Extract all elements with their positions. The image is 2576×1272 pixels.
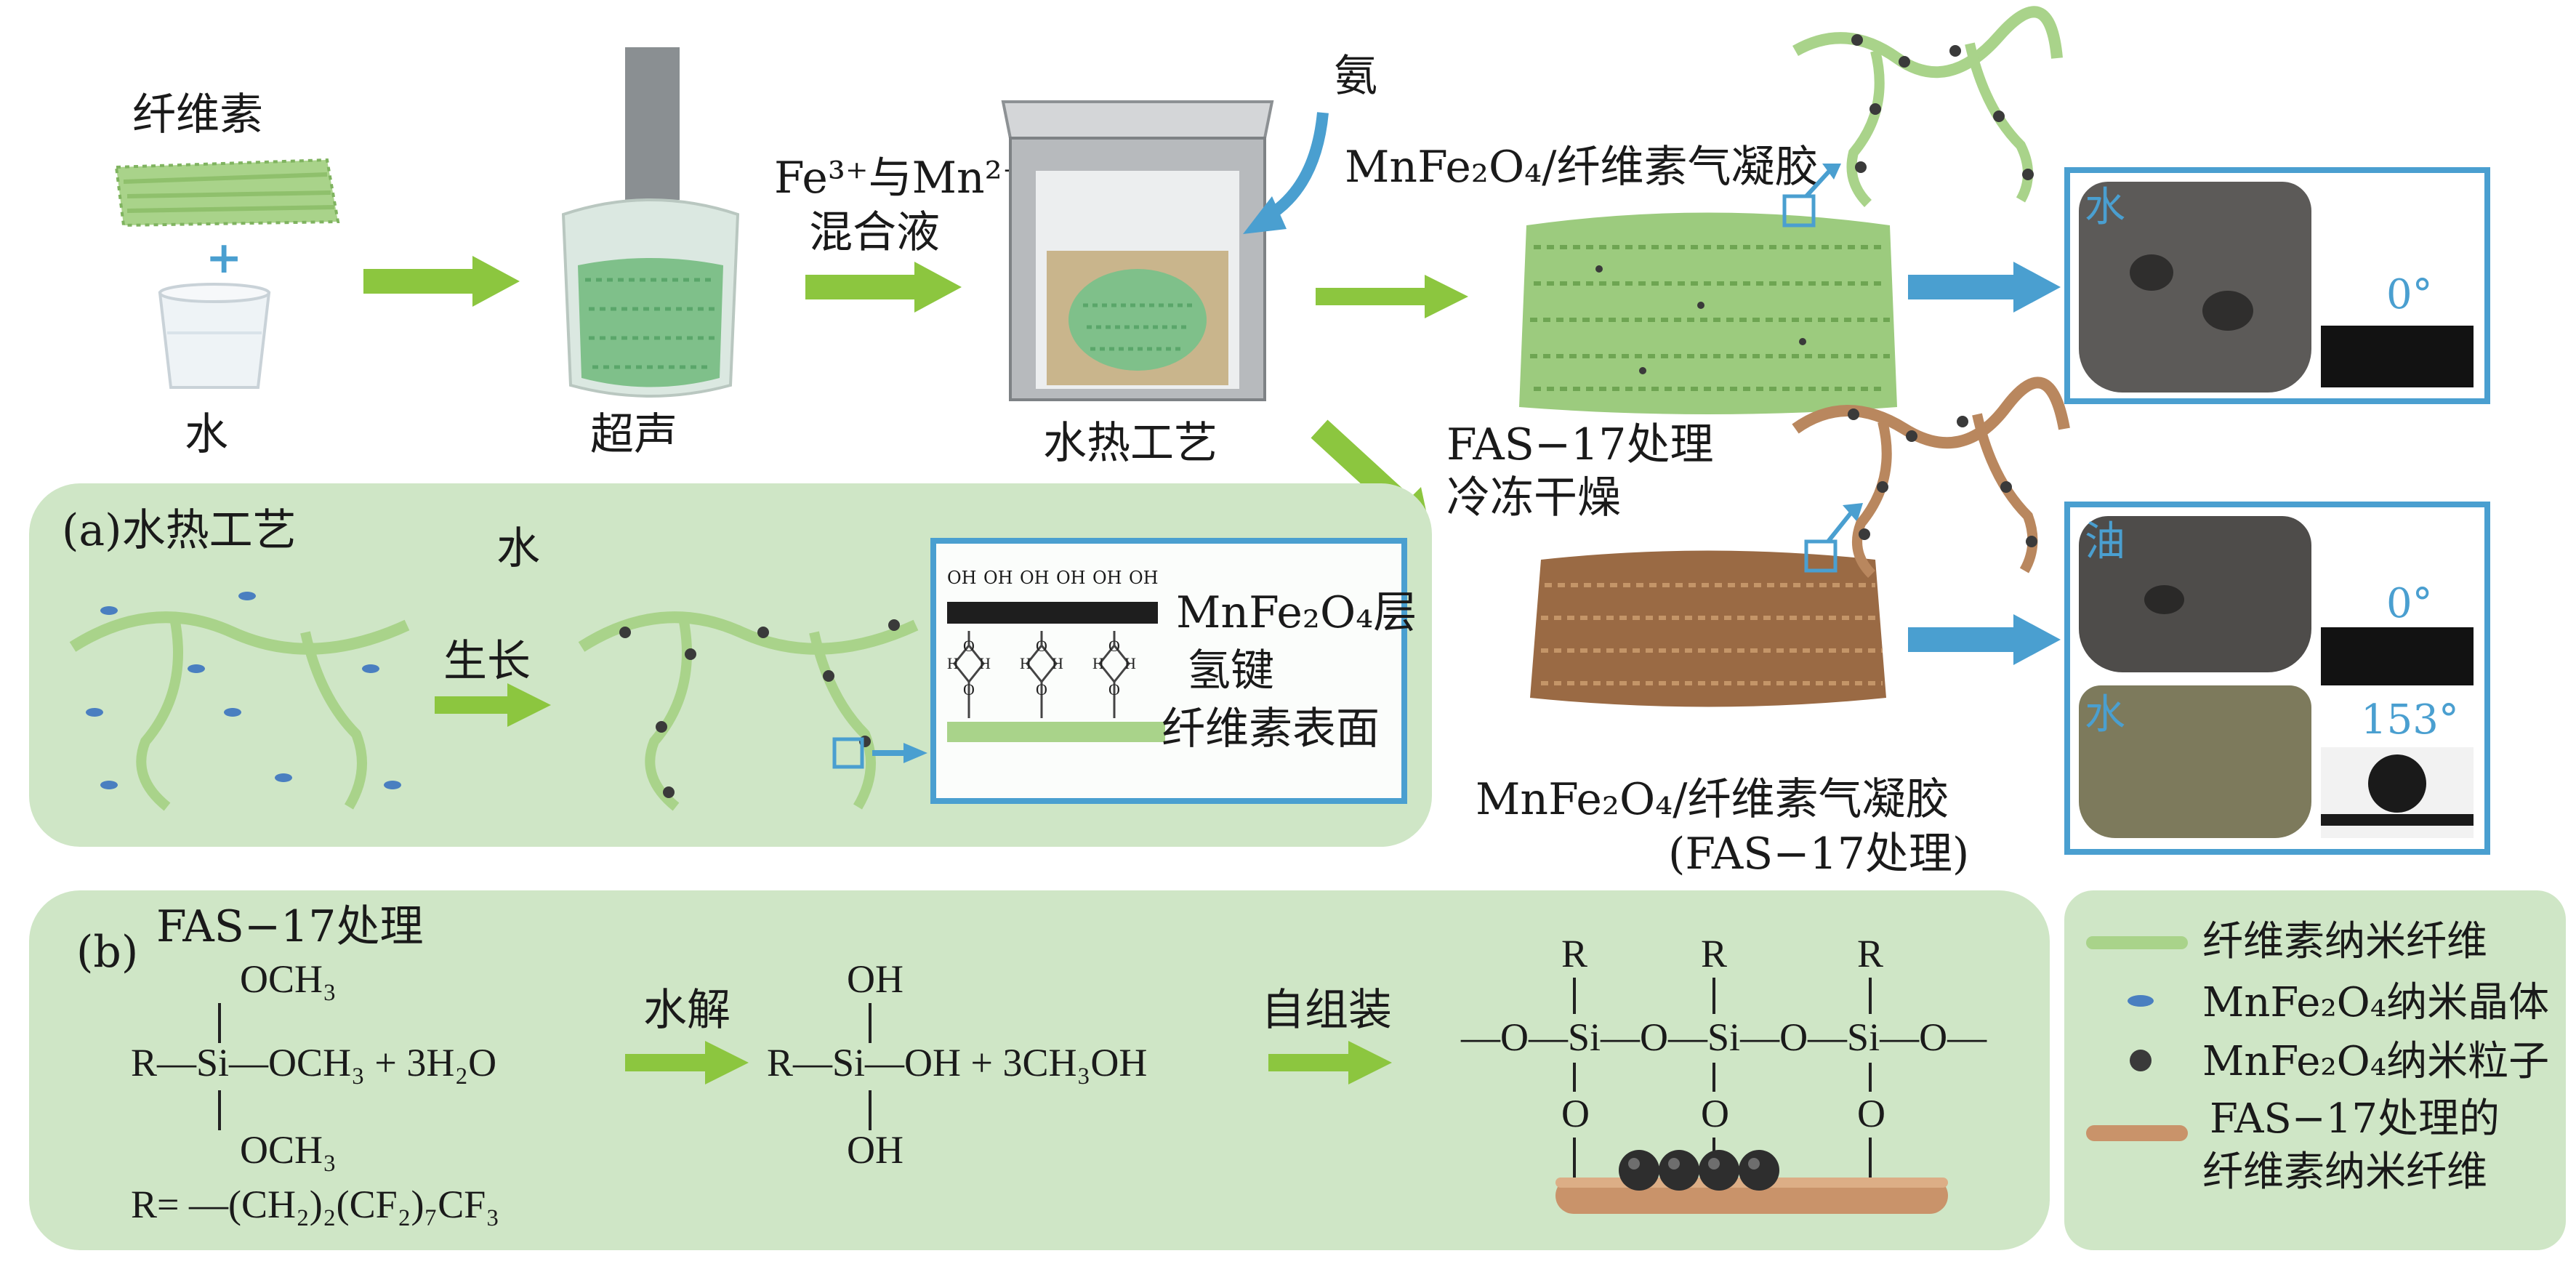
- panel-a-water: 水: [496, 527, 540, 571]
- label-water-box1: 水: [2085, 188, 2125, 228]
- svg-text:H: H: [1020, 654, 1031, 672]
- contact-angle-oil: 0°: [2386, 584, 2433, 624]
- label-growth: 生长: [443, 640, 531, 683]
- legend-label-fas-fiber-1: FAS−17处理的: [2210, 1099, 2500, 1140]
- label-hydrothermal: 水热工艺: [1043, 422, 1217, 465]
- result-box-fas: 油 0° 水 153°: [2064, 502, 2490, 855]
- label-aerogel-bottom-fas: (FAS−17处理): [1668, 832, 1969, 876]
- panel-b-label: (b): [76, 930, 138, 974]
- chem-r-definition: R= —(CH₂)₂(CF₂)₇CF₃: [131, 1185, 499, 1224]
- arrow-to-result-2: [1908, 614, 2061, 665]
- plus-sign: +: [206, 236, 242, 280]
- chem-och3-top: OCH₃: [240, 959, 337, 999]
- arrow-to-ultrasound: [363, 256, 520, 307]
- contact-angle-flat-image: [2321, 326, 2474, 387]
- panel-b-fas-title: FAS−17处理: [156, 905, 423, 949]
- result-box-uncoated: 水 0°: [2064, 167, 2490, 404]
- oh-label: OH: [947, 569, 977, 587]
- arrow-to-hydrothermal: [805, 262, 962, 313]
- label-cellulose: 纤维素: [132, 93, 263, 137]
- legend-label-crystal: MnFe₂O₄纳米晶体: [2202, 983, 2549, 1023]
- svg-text:H: H: [1092, 654, 1104, 672]
- label-aerogel-bottom: MnFe₂O₄/纤维素气凝胶: [1476, 778, 1949, 821]
- oh-label: OH: [1129, 569, 1159, 587]
- fiber-network-green-illustration: [1788, 7, 2064, 211]
- fiber-network-brown-illustration: [1788, 378, 2072, 581]
- label-fas-treatment: FAS−17处理: [1446, 423, 1713, 467]
- legend-label-cellulose-fiber: 纤维素纳米纤维: [2202, 922, 2487, 962]
- chem-r-3: R: [1857, 934, 1883, 973]
- chem-fas-reactant: R—Si—OCH₃ + 3H₂O: [131, 1043, 496, 1082]
- legend-swatch-fas-fiber: [2086, 1125, 2188, 1141]
- label-oil-box2: 油: [2085, 522, 2125, 563]
- label-ammonia: 氨: [1334, 55, 1377, 98]
- label-hydrolysis: 水解: [643, 989, 730, 1032]
- svg-text:H: H: [979, 654, 991, 672]
- label-water: 水: [185, 413, 228, 456]
- label-water-box2: 水: [2085, 695, 2125, 736]
- oh-label: OH: [983, 569, 1013, 587]
- label-hydrogen-bond: 氢键: [1187, 649, 1274, 693]
- label-ultrasound: 超声: [590, 413, 677, 456]
- svg-text:O: O: [1036, 637, 1047, 655]
- panel-a-title: (a)水热工艺: [62, 509, 297, 552]
- label-fe-mn: Fe³⁺与Mn²⁺: [774, 156, 1025, 200]
- fas-fiber-with-particles: [1548, 1116, 1955, 1217]
- svg-text:H: H: [947, 654, 959, 672]
- svg-text:O: O: [1108, 637, 1120, 655]
- oh-label: OH: [1092, 569, 1122, 587]
- svg-text:O: O: [963, 637, 975, 655]
- cellulose-surface-bar: [947, 722, 1165, 742]
- contact-angle-droplet-image: [2321, 747, 2474, 838]
- mnfe2o4-layer-bar: [947, 602, 1158, 624]
- legend-swatch-cellulose-fiber: [2086, 936, 2188, 949]
- arrow-growth: [435, 683, 551, 727]
- ammonia-arrow: [1221, 109, 1330, 240]
- chem-oh-top: OH: [847, 959, 903, 999]
- cellulose-mat-illustration: [109, 153, 342, 233]
- chem-silanol: R—Si—OH + 3CH₃OH: [767, 1043, 1147, 1082]
- chem-siloxane-chain: —O—Si—O—Si—O—Si—O—: [1461, 1018, 1987, 1057]
- arrow-to-result-1: [1908, 262, 2061, 313]
- oh-label: OH: [1056, 569, 1086, 587]
- contact-angle-water-fas: 153°: [2361, 700, 2459, 741]
- label-mnfe2o4-layer: MnFe₂O₄层: [1176, 591, 1417, 635]
- label-freeze-drying: 冷冻干燥: [1446, 476, 1621, 520]
- oh-label: OH: [1020, 569, 1050, 587]
- contact-angle-box1: 0°: [2386, 275, 2433, 315]
- chem-och3-bottom: OCH₃: [240, 1130, 337, 1170]
- water-cup-illustration: [156, 282, 273, 391]
- arrow-self-assembly: [1268, 1041, 1392, 1084]
- label-self-assembly: 自组装: [1261, 989, 1392, 1032]
- contact-angle-oil-image: [2321, 627, 2474, 685]
- chem-oh-bottom: OH: [847, 1130, 903, 1170]
- chem-r-2: R: [1701, 934, 1727, 973]
- chem-r-1: R: [1561, 934, 1587, 973]
- ultrasound-beaker-illustration: [552, 47, 749, 396]
- legend-label-particle: MnFe₂O₄纳米粒子: [2202, 1042, 2549, 1082]
- legend-swatch-crystal: [2126, 992, 2155, 1010]
- svg-text:O: O: [963, 680, 975, 699]
- legend-label-fas-fiber-2: 纤维素纳米纤维: [2202, 1152, 2487, 1193]
- svg-text:H: H: [1124, 654, 1136, 672]
- svg-text:O: O: [1108, 680, 1120, 699]
- label-mixed-solution: 混合液: [809, 211, 940, 254]
- fiber-with-particles-illustration: [574, 574, 923, 814]
- legend-swatch-particle: [2128, 1048, 2153, 1073]
- svg-text:H: H: [1052, 654, 1063, 672]
- label-cellulose-surface: 纤维素表面: [1162, 707, 1380, 751]
- zoom-marker-a: [834, 736, 929, 772]
- label-aerogel-top: MnFe₂O₄/纤维素气凝胶: [1345, 145, 1818, 189]
- arrow-hydrolysis: [625, 1041, 749, 1084]
- svg-text:O: O: [1036, 680, 1047, 699]
- fiber-with-crystals-illustration: [65, 567, 414, 814]
- arrow-to-aerogel: [1316, 275, 1468, 318]
